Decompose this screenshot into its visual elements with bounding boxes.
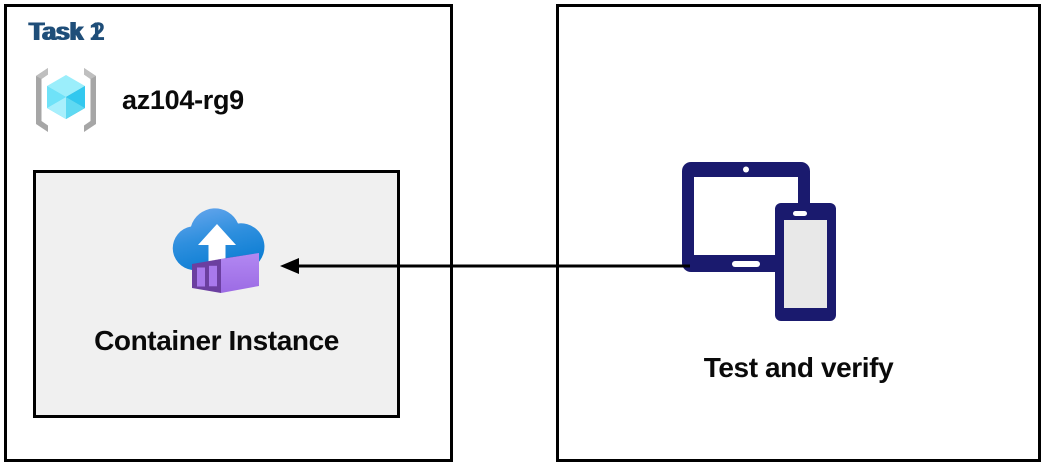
container-instance-card: Container Instance <box>33 170 400 418</box>
test-and-verify-label: Test and verify <box>703 352 894 383</box>
panel-task-2-title: Task 2 <box>30 18 105 46</box>
resource-group-label: az104-rg9 <box>122 84 244 115</box>
resource-group-row: az104-rg9 <box>28 62 244 138</box>
azure-container-instance-icon <box>172 208 264 293</box>
azure-resource-group-icon <box>36 68 96 132</box>
panel-task-1-title: Task 1 <box>28 18 103 46</box>
container-instance-label: Container Instance <box>94 325 339 356</box>
tablet-and-phone-devices-icon <box>682 162 836 321</box>
